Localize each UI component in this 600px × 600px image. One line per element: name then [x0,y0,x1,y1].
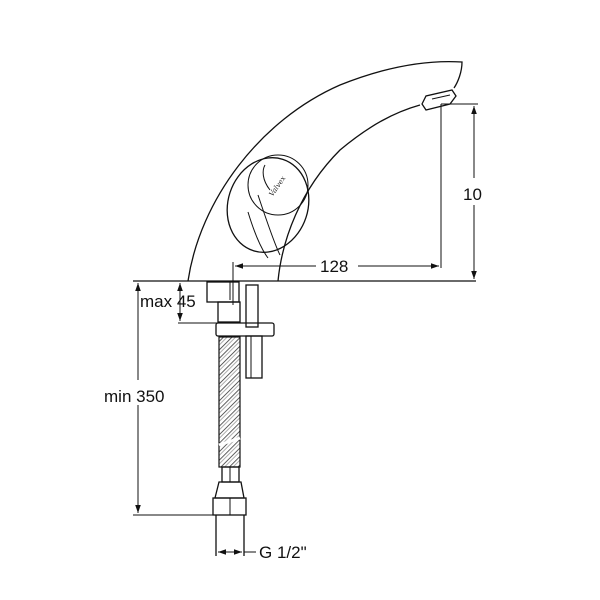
faucet-spout [187,60,463,282]
dimension-label-counter: max 45 [140,292,196,311]
dimension-spout-reach: 128 [232,257,439,305]
dimension-spout-height: 10 [440,103,482,279]
brand-logo: Valvex [268,175,288,198]
dimension-label-thread: G 1/2" [259,543,307,562]
dimension-hose-length: min 350 [104,283,246,516]
dimension-thread: G 1/2" [218,543,307,562]
aerator-nozzle [421,89,457,111]
faucet-base-fittings [206,281,275,379]
faucet-handle: Valvex [226,154,310,259]
dimension-counter-thickness: max 45 [140,283,240,324]
dimension-label-reach: 128 [320,257,348,276]
dimension-label-height: 10 [463,185,482,204]
dimension-label-hose: min 350 [104,387,164,406]
braided-hose [212,336,247,556]
